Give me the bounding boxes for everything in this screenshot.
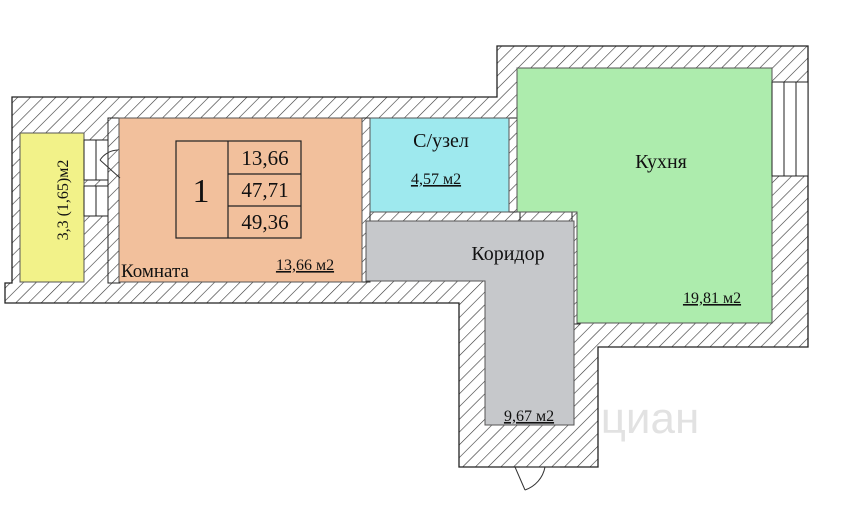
bathroom-area: 4,57 м2 [411, 171, 461, 188]
corridor-label: Коридор [471, 243, 544, 265]
area-total-with-balcony: 49,36 [241, 210, 288, 234]
kitchen-label: Кухня [635, 151, 687, 173]
kitchen-area: 19,81 м2 [683, 290, 741, 307]
windows [83, 81, 809, 217]
apartment-info-table [175, 140, 302, 239]
corridor-area: 9,67 м2 [504, 408, 554, 425]
living-room [118, 117, 363, 283]
balcony-label: 3,3 (1,65)м2 [55, 160, 72, 241]
corridor [365, 220, 575, 426]
bathroom-label: С/узел [413, 130, 469, 152]
area-living: 13,66 [241, 146, 288, 170]
area-total: 47,71 [241, 178, 288, 202]
kitchen [516, 67, 773, 324]
apartment-number: 1 [193, 173, 210, 210]
watermark: циан [601, 394, 700, 443]
living-room-label: Комната [121, 261, 190, 282]
bathroom [369, 117, 510, 213]
living-room-area: 13,66 м2 [276, 257, 334, 274]
doors [99, 149, 560, 491]
balcony [19, 132, 85, 283]
